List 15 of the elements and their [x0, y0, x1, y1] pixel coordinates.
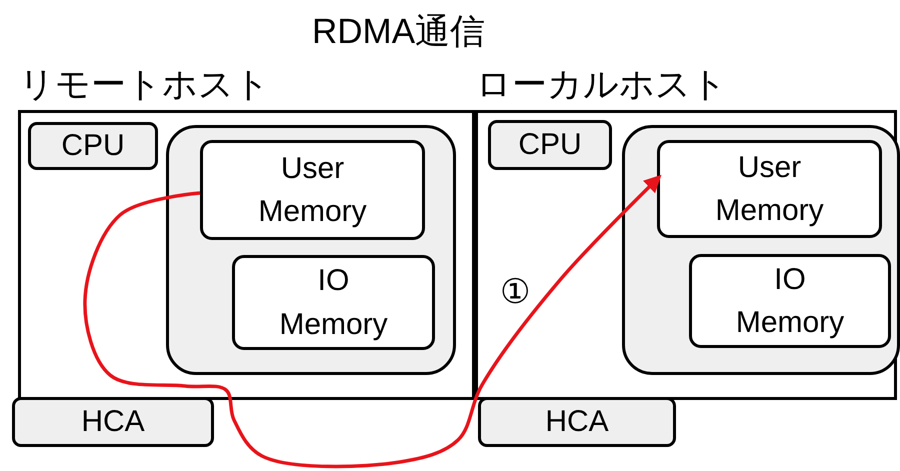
host-heading: ローカルホスト	[476, 64, 727, 106]
component-box: HCA	[478, 397, 676, 447]
component-box: CPU	[488, 120, 612, 170]
memory-box: User Memory	[657, 140, 882, 238]
component-box: CPU	[28, 122, 158, 170]
host-heading: リモートホスト	[19, 64, 270, 106]
step-number: ①	[500, 272, 530, 312]
arrow	[83, 174, 662, 468]
diagram-title: RDMA通信	[312, 11, 486, 53]
memory-region	[166, 125, 456, 375]
memory-region	[622, 125, 900, 375]
memory-box: IO Memory	[689, 254, 891, 348]
memory-box: User Memory	[200, 140, 425, 240]
memory-box: IO Memory	[232, 255, 435, 350]
component-box: HCA	[12, 397, 214, 447]
